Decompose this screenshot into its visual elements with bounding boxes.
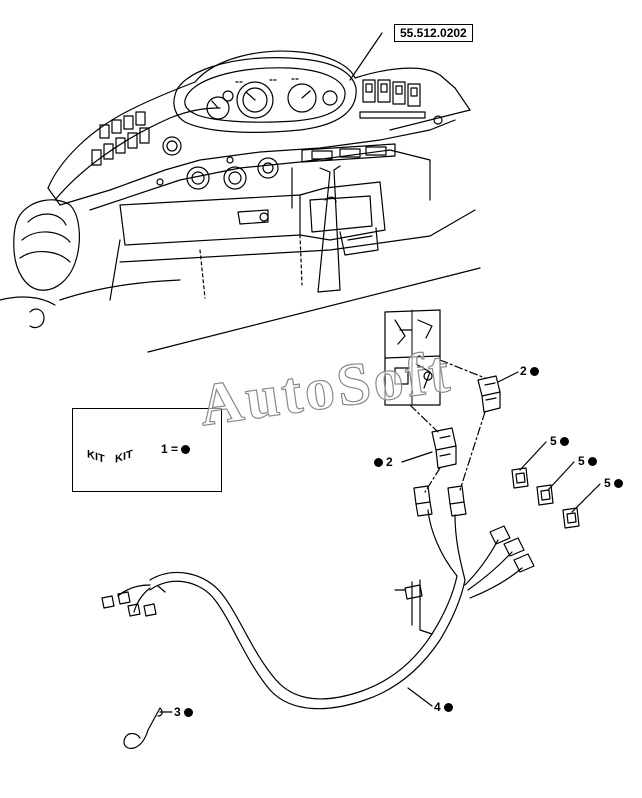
reference-code-label: 55.512.0202 xyxy=(394,24,473,42)
callout-3: 3 xyxy=(174,705,193,719)
callout-label: 2 xyxy=(386,455,393,469)
callout-label: 4 xyxy=(434,700,441,714)
kit-dot-icon xyxy=(181,444,191,454)
bullet-dot-icon xyxy=(183,707,193,717)
kit-panel: KIT KIT 1 = xyxy=(72,408,222,492)
kit-box-text-left: KIT xyxy=(87,448,105,466)
switch-part-2-upper xyxy=(477,375,501,413)
ring-part-3 xyxy=(123,707,163,749)
bullet-dot-icon xyxy=(529,366,539,376)
callout-label: 5 xyxy=(578,454,585,468)
callout-5-c: 5 xyxy=(604,476,623,490)
reference-leader-line xyxy=(349,32,383,81)
leader-line-5b xyxy=(547,461,575,491)
leader-line-5a xyxy=(519,441,547,471)
dashboard-illustration xyxy=(0,32,481,353)
callout-label: 5 xyxy=(550,434,557,448)
switch-detail-view xyxy=(384,309,441,406)
bullet-dot-icon xyxy=(443,702,453,712)
callout-5-a: 5 xyxy=(550,434,569,448)
bullet-dot-icon xyxy=(587,456,597,466)
wiring-harness-part-4 xyxy=(101,485,535,710)
bullet-dot-icon xyxy=(374,457,383,467)
bullet-dot-icon xyxy=(613,478,623,488)
kit-box-text-right: KIT xyxy=(115,448,133,466)
callout-2-lower: 2 xyxy=(374,455,393,469)
clip-part-5-b xyxy=(536,484,554,506)
callout-4: 4 xyxy=(434,700,453,714)
leader-line-5c xyxy=(571,483,601,513)
switch-part-2-lower xyxy=(431,427,457,469)
callout-5-b: 5 xyxy=(578,454,597,468)
leader-line-4 xyxy=(407,687,433,707)
bullet-dot-icon xyxy=(559,436,569,446)
leader-line-2 xyxy=(497,371,519,383)
clip-part-5-a xyxy=(511,467,529,489)
kit-equation: 1 = xyxy=(161,442,191,456)
callout-label: 2 xyxy=(520,364,527,378)
kit-label: 1 = xyxy=(161,442,179,456)
callout-label: 3 xyxy=(174,705,181,719)
callout-2-upper: 2 xyxy=(520,364,539,378)
leader-line-2b xyxy=(401,451,433,463)
clip-part-5-c xyxy=(562,507,580,529)
callout-label: 5 xyxy=(604,476,611,490)
